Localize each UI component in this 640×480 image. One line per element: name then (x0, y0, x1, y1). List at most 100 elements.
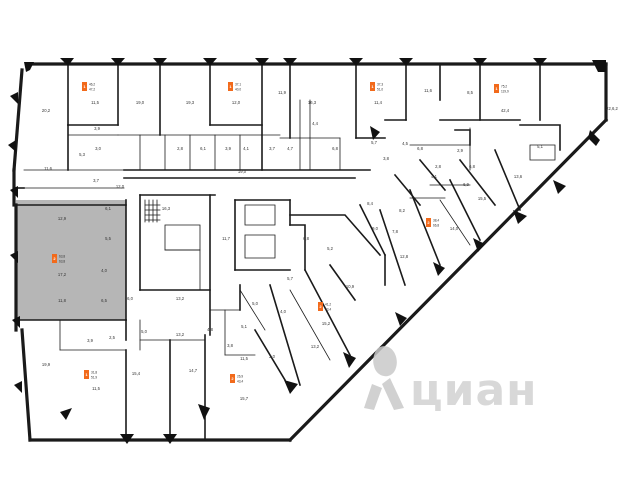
room-area-label: 12,0 (116, 184, 125, 189)
diagonal-partitions (239, 148, 522, 386)
badge-rooms: 2 (231, 376, 234, 381)
badge-line2: 73,4 (325, 308, 331, 312)
room-area-label: 11,6 (44, 166, 53, 171)
apartment-badge[interactable]: 1 46,2 47,2 (82, 82, 95, 92)
room-area-label: 5,5 (105, 236, 111, 241)
room-area-label: 2,0 (269, 354, 275, 359)
badge-box (52, 254, 57, 263)
badge-line2: 47,2 (89, 88, 95, 92)
room-area-label: 6,8 (303, 236, 309, 241)
apartment-badge[interactable]: 2 26,9 43,4 (230, 374, 243, 384)
north-partitions (67, 63, 561, 171)
stairwell (144, 199, 161, 223)
room-area-label: 6,5 (101, 298, 107, 303)
badge-box (426, 218, 431, 227)
badge-line1: 46,2 (89, 83, 95, 87)
room-area-label: 4,0 (280, 309, 286, 314)
room-area-label: 11,6 (424, 88, 433, 93)
badge-line1: 37,3 (377, 83, 383, 87)
room-area-label: 5,0 (252, 301, 258, 306)
room-area-label: 3,7 (93, 178, 99, 183)
room-area-label: 2,9 (457, 148, 463, 153)
room-area-label: 15,5 (478, 196, 487, 201)
room-area-label: 4,5 (402, 141, 408, 146)
room-area-label: 8,2 (399, 208, 405, 213)
room-area-label: 5,7 (371, 140, 377, 145)
room-area-label: 13,2 (176, 332, 185, 337)
badge-line1: 31,8 (91, 371, 97, 375)
apartment-badge[interactable]: 2 41,2 73,4 (318, 302, 331, 312)
room-area-label: 4,1 (431, 174, 437, 179)
badge-line2: 40,0 (235, 88, 241, 92)
room-area-label: 19,0 (136, 100, 145, 105)
badge-line1: 38,4 (433, 219, 439, 223)
room-area-label: 4,1 (243, 146, 249, 151)
badge-line2: 66,8 (433, 224, 439, 228)
room-area-label: 16,3 (162, 206, 171, 211)
exterior-pillars (8, 58, 606, 444)
room-area-label: 22,6,2 (606, 106, 618, 111)
badge-line2: 51,9 (91, 376, 97, 380)
room-area-label: 8,5 (467, 90, 473, 95)
room-area-label: 11,5 (92, 386, 101, 391)
apartment-badges: 1 46,2 47,2 1 37,1 40,0 1 37,3 51,0 1 75… (52, 82, 509, 384)
room-area-label: 5,1 (241, 324, 247, 329)
room-area-label: 11,5 (240, 356, 249, 361)
room-area-label: 3,7 (269, 146, 275, 151)
room-area-label: 13,6 (514, 174, 523, 179)
room-area-label: 4,7 (287, 146, 293, 151)
badge-line1: 41,2 (325, 303, 331, 307)
room-area-label: 5,3 (79, 152, 85, 157)
room-area-label: 6,1 (105, 206, 111, 211)
room-area-label: 9,0 (372, 226, 378, 231)
room-area-label: 5,1 (537, 144, 543, 149)
badge-box (494, 84, 499, 93)
badge-box (230, 374, 235, 383)
south-partitions (59, 284, 256, 441)
apartment-badge[interactable]: 2 38,4 66,8 (426, 218, 439, 228)
room-area-label: 11,9 (278, 90, 287, 95)
badge-box (228, 82, 233, 91)
room-area-label: 6,1 (200, 146, 206, 151)
room-area-label: 6,8 (332, 146, 338, 151)
room-area-label: 3,0 (95, 146, 101, 151)
apartment-badge[interactable]: 1 37,1 40,0 (228, 82, 241, 92)
room-area-label: 3,9 (94, 126, 100, 131)
room-area-label: 5,7 (287, 276, 293, 281)
selected-apartment-highlight[interactable] (16, 200, 126, 320)
badge-line2: 51,0 (377, 88, 383, 92)
room-area-label: 2,8 (435, 164, 441, 169)
room-area-label: 7,8 (392, 229, 398, 234)
room-area-label: 19,0 (238, 169, 247, 174)
room-area-label: 3,9 (87, 338, 93, 343)
badge-rooms: 1 (371, 84, 374, 89)
apartment-badge[interactable]: 1 31,8 51,9 (84, 370, 97, 380)
room-area-label: 12,8 (400, 254, 409, 259)
badge-rooms: 2 (53, 256, 56, 261)
badge-line2: 63,8 (59, 260, 65, 264)
room-area-label: 2,8 (177, 146, 183, 151)
room-area-label: 5,0 (141, 329, 147, 334)
badge-rooms: 2 (319, 304, 322, 309)
apartment-badge[interactable]: 1 75,2 119,9 (494, 84, 509, 94)
watermark: циан (364, 346, 538, 416)
room-area-label: 11,4 (374, 100, 383, 105)
room-area-label: 14,0 (450, 226, 459, 231)
room-area-label: 6,8 (469, 164, 475, 169)
badge-rooms: 1 (229, 84, 232, 89)
room-area-label: 2,5 (109, 335, 115, 340)
room-area-label: 11,7 (222, 236, 231, 241)
room-area-label: 3,8 (227, 343, 233, 348)
apartment-badge[interactable]: 2 63,8 63,8 (52, 254, 65, 264)
badge-line1: 37,1 (235, 83, 241, 87)
apartment-badge[interactable]: 1 37,3 51,0 (370, 82, 383, 92)
watermark-text: циан (410, 365, 538, 416)
room-area-label: 13,2 (311, 344, 320, 349)
badge-line2: 43,4 (237, 380, 243, 384)
corridor-walls (23, 169, 382, 336)
badge-rooms: 1 (495, 86, 498, 91)
room-area-label: 12,9 (58, 216, 67, 221)
badge-rooms: 2 (427, 220, 430, 225)
